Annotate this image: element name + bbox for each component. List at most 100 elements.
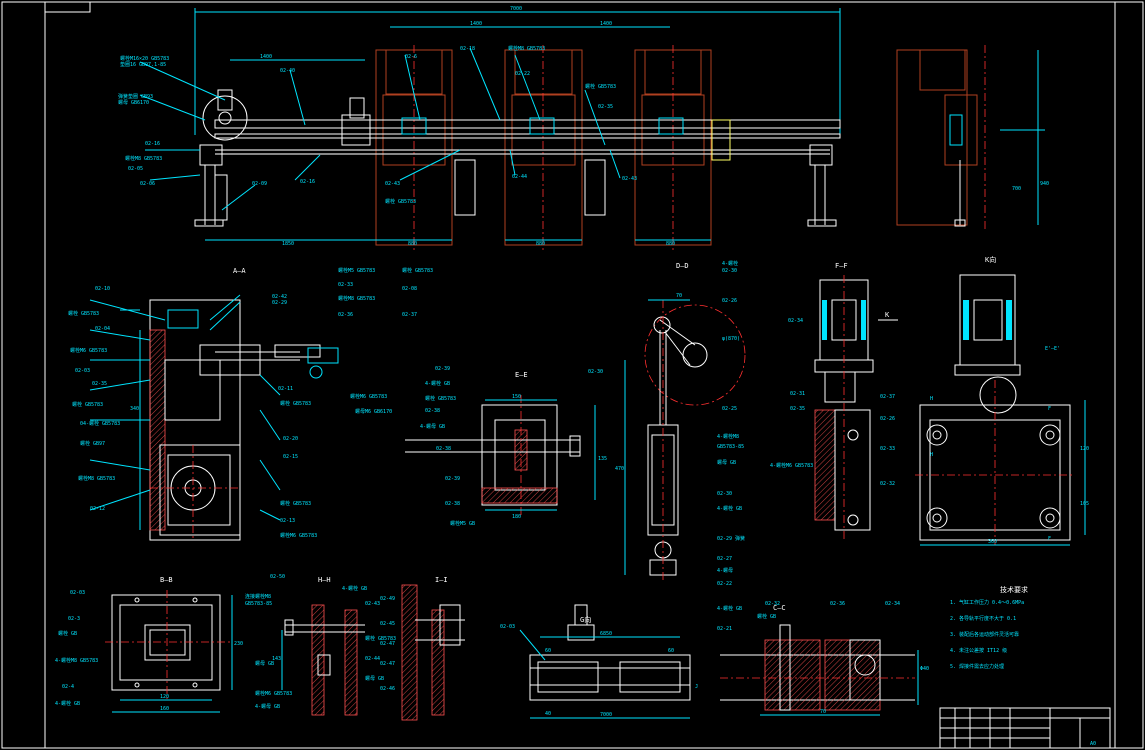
svg-text:螺栓M5 GB5783: 螺栓M5 GB5783 bbox=[338, 267, 375, 274]
svg-text:02-43: 02-43 bbox=[622, 176, 637, 182]
svg-text:02-15: 02-15 bbox=[283, 454, 298, 460]
svg-text:02-37: 02-37 bbox=[402, 312, 417, 318]
dim-left: 1400 bbox=[260, 54, 272, 60]
svg-text:120: 120 bbox=[1080, 446, 1089, 452]
svg-text:135: 135 bbox=[598, 456, 607, 462]
svg-text:螺栓 GB5783: 螺栓 GB5783 bbox=[72, 401, 103, 408]
section-view-aa: A—A 340 bbox=[68, 267, 433, 541]
svg-text:02-04: 02-04 bbox=[95, 326, 110, 332]
svg-text:GB5783-85: GB5783-85 bbox=[245, 601, 272, 607]
tech-req-1: 1. 气缸工作压力 0.4～0.6MPa bbox=[950, 599, 1024, 606]
svg-text:4-螺栓 GB: 4-螺栓 GB bbox=[717, 605, 742, 612]
svg-text:02-42: 02-42 bbox=[272, 294, 287, 300]
title-block: A0 bbox=[939, 707, 1111, 749]
tech-req-3: 3. 装配后各运动部件灵活可靠 bbox=[950, 631, 1019, 638]
svg-text:02-47: 02-47 bbox=[380, 641, 395, 647]
svg-text:02-31: 02-31 bbox=[790, 391, 805, 397]
svg-text:02-35: 02-35 bbox=[790, 406, 805, 412]
inner-frame bbox=[44, 1, 1116, 749]
svg-text:230: 230 bbox=[234, 641, 243, 647]
svg-text:105: 105 bbox=[1080, 501, 1089, 507]
svg-text:螺栓M6 GB5783: 螺栓M6 GB5783 bbox=[350, 393, 387, 400]
svg-text:02-38: 02-38 bbox=[425, 408, 440, 414]
svg-text:4-螺栓 GB: 4-螺栓 GB bbox=[55, 700, 80, 707]
tech-req-4: 4. 未注公差按 IT12 级 bbox=[950, 647, 1007, 654]
svg-text:02-25: 02-25 bbox=[722, 406, 737, 412]
dim-g-4: 60 bbox=[545, 648, 551, 654]
svg-text:02-45: 02-45 bbox=[380, 621, 395, 627]
svg-text:螺栓M16×20 GB5783: 螺栓M16×20 GB5783 bbox=[120, 55, 169, 62]
svg-text:02-47: 02-47 bbox=[380, 661, 395, 667]
svg-text:02-29 弹簧: 02-29 弹簧 bbox=[717, 535, 745, 542]
svg-text:02-34: 02-34 bbox=[788, 318, 803, 324]
svg-text:02-34: 02-34 bbox=[885, 601, 900, 607]
svg-text:螺栓M5 GB: 螺栓M5 GB bbox=[450, 520, 475, 527]
svg-text:螺栓M8 GB5783: 螺栓M8 GB5783 bbox=[78, 475, 115, 482]
svg-text:02-30: 02-30 bbox=[588, 369, 603, 375]
view-label-gg: G向 bbox=[580, 615, 591, 624]
svg-text:螺栓 GB5783: 螺栓 GB5783 bbox=[68, 310, 99, 317]
svg-text:02-32: 02-32 bbox=[880, 481, 895, 487]
svg-text:J: J bbox=[695, 684, 698, 690]
svg-text:F: F bbox=[1048, 406, 1051, 412]
svg-text:02-49: 02-49 bbox=[380, 596, 395, 602]
svg-text:180: 180 bbox=[512, 514, 521, 520]
view-label-kk: K向 bbox=[985, 255, 996, 264]
svg-text:02-05: 02-05 bbox=[128, 166, 143, 172]
svg-text:02-33: 02-33 bbox=[880, 446, 895, 452]
svg-text:02-4: 02-4 bbox=[62, 684, 74, 690]
dim-bottom-left: 1850 bbox=[282, 241, 294, 247]
svg-text:02-44: 02-44 bbox=[512, 174, 527, 180]
svg-text:H: H bbox=[930, 396, 933, 402]
section-view-ii: I—I 02-49 02-45 02-47 02-47 02-46 bbox=[380, 576, 465, 721]
dim-press-1: 880 bbox=[408, 241, 417, 247]
svg-text:螺栓 GB: 螺栓 GB bbox=[58, 630, 77, 637]
svg-text:02-12: 02-12 bbox=[90, 506, 105, 512]
svg-text:02-30: 02-30 bbox=[717, 491, 732, 497]
dim-g-3: 40 bbox=[545, 711, 551, 717]
dim-overall: 7000 bbox=[510, 6, 522, 12]
dim-g-2: 7000 bbox=[600, 712, 612, 718]
view-k: K向 360 120 105 HH FF E'—E' bbox=[915, 255, 1089, 546]
svg-text:02-22: 02-22 bbox=[717, 581, 732, 587]
corner-box bbox=[44, 1, 91, 13]
dim-press-3: 880 bbox=[666, 241, 675, 247]
view-label-ff: F—F bbox=[835, 262, 848, 270]
section-view-ee: E—E 150 180 135 02-39 4-螺栓 GB 螺栓 GB5783 … bbox=[405, 366, 607, 527]
svg-text:02-36: 02-36 bbox=[830, 601, 845, 607]
view-label-dd: D—D bbox=[676, 262, 689, 270]
svg-text:螺栓 GB5783: 螺栓 GB5783 bbox=[585, 83, 616, 90]
svg-text:02-43: 02-43 bbox=[385, 181, 400, 187]
svg-text:340: 340 bbox=[130, 406, 139, 412]
svg-text:120: 120 bbox=[160, 694, 169, 700]
svg-text:02-10: 02-10 bbox=[95, 286, 110, 292]
svg-text:螺栓M6 GB5783: 螺栓M6 GB5783 bbox=[280, 532, 317, 539]
svg-text:螺栓 GB: 螺栓 GB bbox=[757, 613, 776, 620]
dim-span-right: 1400 bbox=[600, 21, 612, 27]
svg-text:02-27: 02-27 bbox=[717, 556, 732, 562]
tech-req-5: 5. 焊接件需去应力处理 bbox=[950, 663, 1004, 670]
svg-text:04-螺栓 GB5783: 04-螺栓 GB5783 bbox=[80, 420, 120, 427]
svg-text:02-38: 02-38 bbox=[436, 446, 451, 452]
main-elevation-view: 7000 1400 1400 1400 880 880 880 1850 bbox=[118, 6, 841, 250]
svg-text:150: 150 bbox=[512, 394, 521, 400]
svg-text:02-21: 02-21 bbox=[717, 626, 732, 632]
svg-text:02-3: 02-3 bbox=[68, 616, 80, 622]
svg-text:02-44: 02-44 bbox=[365, 656, 380, 662]
section-view-cc: C—C 70 Φ40 02-32 螺栓 GB 02-36 02-34 bbox=[720, 601, 929, 716]
svg-text:螺母M6 GB6170: 螺母M6 GB6170 bbox=[355, 408, 392, 415]
svg-text:02-06: 02-06 bbox=[140, 181, 155, 187]
dim-press-2: 880 bbox=[536, 241, 545, 247]
svg-text:143: 143 bbox=[272, 656, 281, 662]
svg-text:02-6: 02-6 bbox=[405, 54, 417, 60]
section-view-dd: D—D 470 70 4-螺栓 02-30 02-26 φ(870) 02-25… bbox=[615, 260, 746, 632]
svg-text:02-50: 02-50 bbox=[270, 574, 285, 580]
svg-text:弹簧垫圈 GB93: 弹簧垫圈 GB93 bbox=[118, 93, 153, 100]
svg-text:螺栓 GB97: 螺栓 GB97 bbox=[80, 440, 105, 447]
svg-text:02-40: 02-40 bbox=[280, 68, 295, 74]
section-view-bb: B—B 120 160 230 02-03 02-3 螺栓 GB 4-螺栓M8 … bbox=[55, 576, 243, 713]
svg-text:02-16: 02-16 bbox=[300, 179, 315, 185]
svg-text:螺栓 GB5783: 螺栓 GB5783 bbox=[385, 198, 416, 205]
svg-text:螺栓 GB5783: 螺栓 GB5783 bbox=[425, 395, 456, 402]
